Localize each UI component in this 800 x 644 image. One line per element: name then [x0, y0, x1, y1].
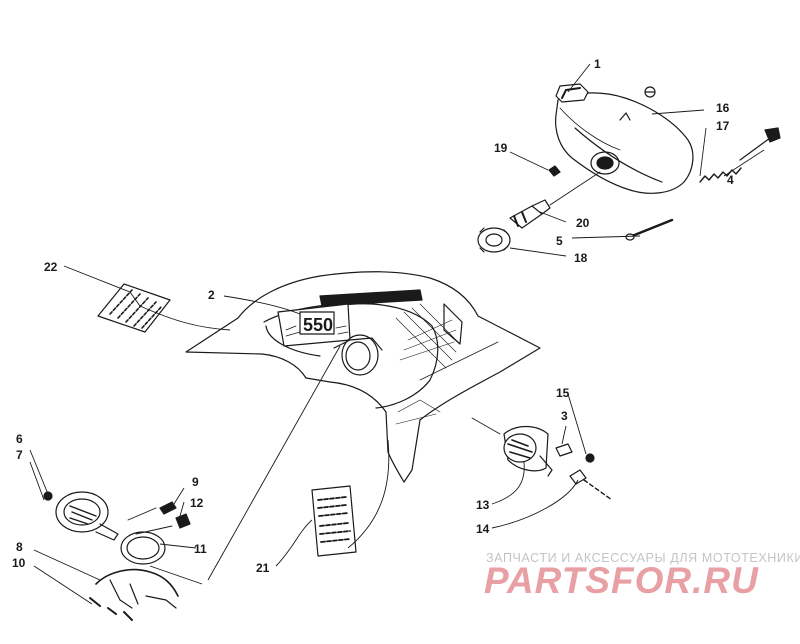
callout-11: 11: [194, 542, 207, 556]
callout-18: 18: [574, 251, 588, 265]
bulb-socket: [509, 171, 601, 229]
speedometer: [43, 491, 119, 541]
lamp-hardware: [471, 417, 595, 463]
watermark-logo: PARTSFOR.RU: [484, 562, 759, 599]
wiring-harness: [89, 568, 179, 621]
watermark-brand-for: FOR.RU: [610, 560, 759, 601]
bezel-ring: [120, 531, 166, 565]
adjust-spring: [699, 127, 781, 183]
callout-13: 13: [476, 498, 490, 512]
callout-15: 15: [556, 386, 570, 400]
hood-badge: 550: [303, 315, 333, 335]
mount-bolt: [548, 165, 561, 177]
leader-lines: [29, 63, 765, 605]
decal-22: [97, 283, 171, 333]
callout-labels: 1 2 3 4 5 6 7 8 9 10 11 12 13 14 15 16 1…: [12, 57, 734, 575]
callout-21: 21: [256, 561, 270, 575]
housing-screw: [625, 218, 674, 241]
callout-10: 10: [12, 556, 26, 570]
callout-2: 2: [208, 288, 215, 302]
watermark-brand-parts: PARTS: [484, 560, 611, 601]
headlight-screw: [644, 86, 656, 98]
callout-16: 16: [716, 101, 730, 115]
callout-1: 1: [594, 57, 601, 71]
callout-6: 6: [16, 432, 23, 446]
hood-console: 550: [277, 303, 383, 376]
hood: [185, 271, 541, 483]
callout-17: 17: [716, 119, 730, 133]
callout-12: 12: [190, 496, 204, 510]
callout-19: 19: [494, 141, 508, 155]
callout-8: 8: [16, 540, 23, 554]
watermark-tagline: ЗАПЧАСТИ И АКСЕССУАРЫ ДЛЯ МОТОТЕХНИКИ: [486, 551, 800, 565]
retaining-nut: [477, 227, 511, 253]
lamp-bulb: [569, 469, 613, 501]
decal-21: [311, 485, 357, 557]
callout-7: 7: [16, 448, 23, 462]
callout-3: 3: [561, 409, 568, 423]
callout-20: 20: [576, 216, 590, 230]
callout-4: 4: [727, 173, 734, 187]
callout-9: 9: [192, 475, 199, 489]
headlight-housing: [555, 92, 694, 194]
callout-5: 5: [556, 234, 563, 248]
headlight-clip: [555, 83, 589, 103]
bulb-holder: [127, 501, 191, 535]
tail-lamp: [503, 425, 553, 477]
callout-14: 14: [476, 522, 490, 536]
callout-22: 22: [44, 260, 58, 274]
